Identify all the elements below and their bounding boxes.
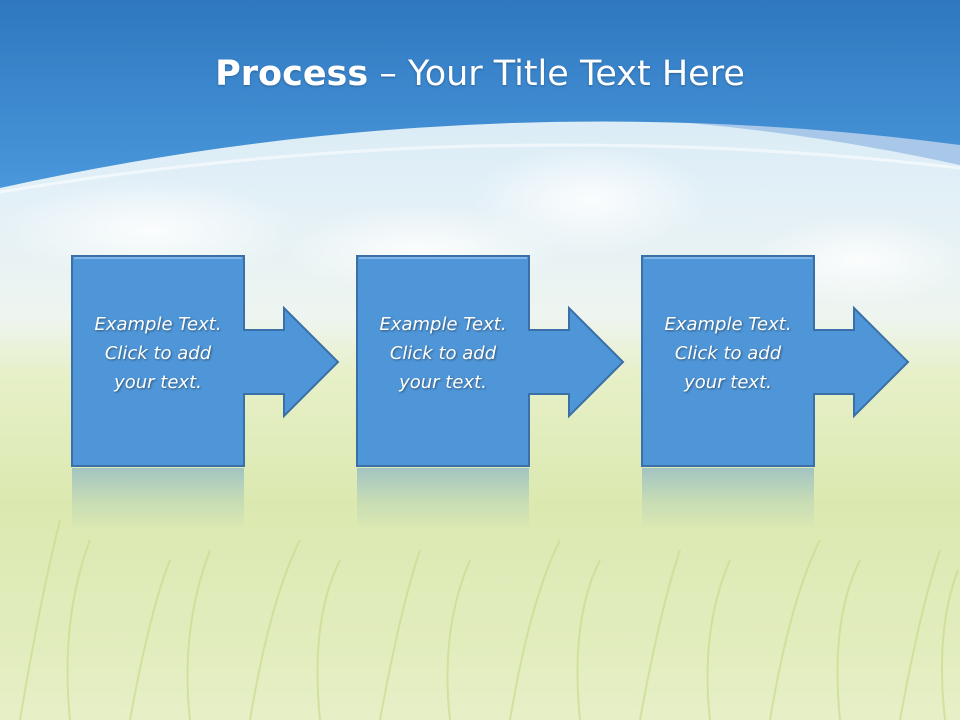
process-step-2[interactable]: Example Text. Click to add your text.	[356, 255, 625, 468]
header-band	[0, 0, 960, 188]
grass-texture	[19, 519, 959, 720]
step-text[interactable]: Example Text. Click to add your text.	[94, 314, 222, 393]
slide-title[interactable]: Process – Your Title Text Here	[0, 54, 960, 94]
process-step-3[interactable]: Example Text. Click to add your text.	[641, 255, 910, 468]
title-bold-part: Process	[215, 54, 369, 94]
title-rest: – Your Title Text Here	[368, 54, 745, 94]
step-reflection	[642, 468, 814, 530]
step-reflection	[72, 468, 244, 530]
step-text[interactable]: Example Text. Click to add your text.	[664, 314, 792, 393]
step-text[interactable]: Example Text. Click to add your text.	[379, 314, 507, 393]
process-step-1[interactable]: Example Text. Click to add your text.	[71, 255, 340, 468]
step-reflection	[357, 468, 529, 530]
header-arc-white	[0, 143, 960, 194]
arrow-box-shape	[356, 255, 625, 467]
arrow-box-shape	[641, 255, 910, 467]
arrow-box-shape	[71, 255, 340, 467]
